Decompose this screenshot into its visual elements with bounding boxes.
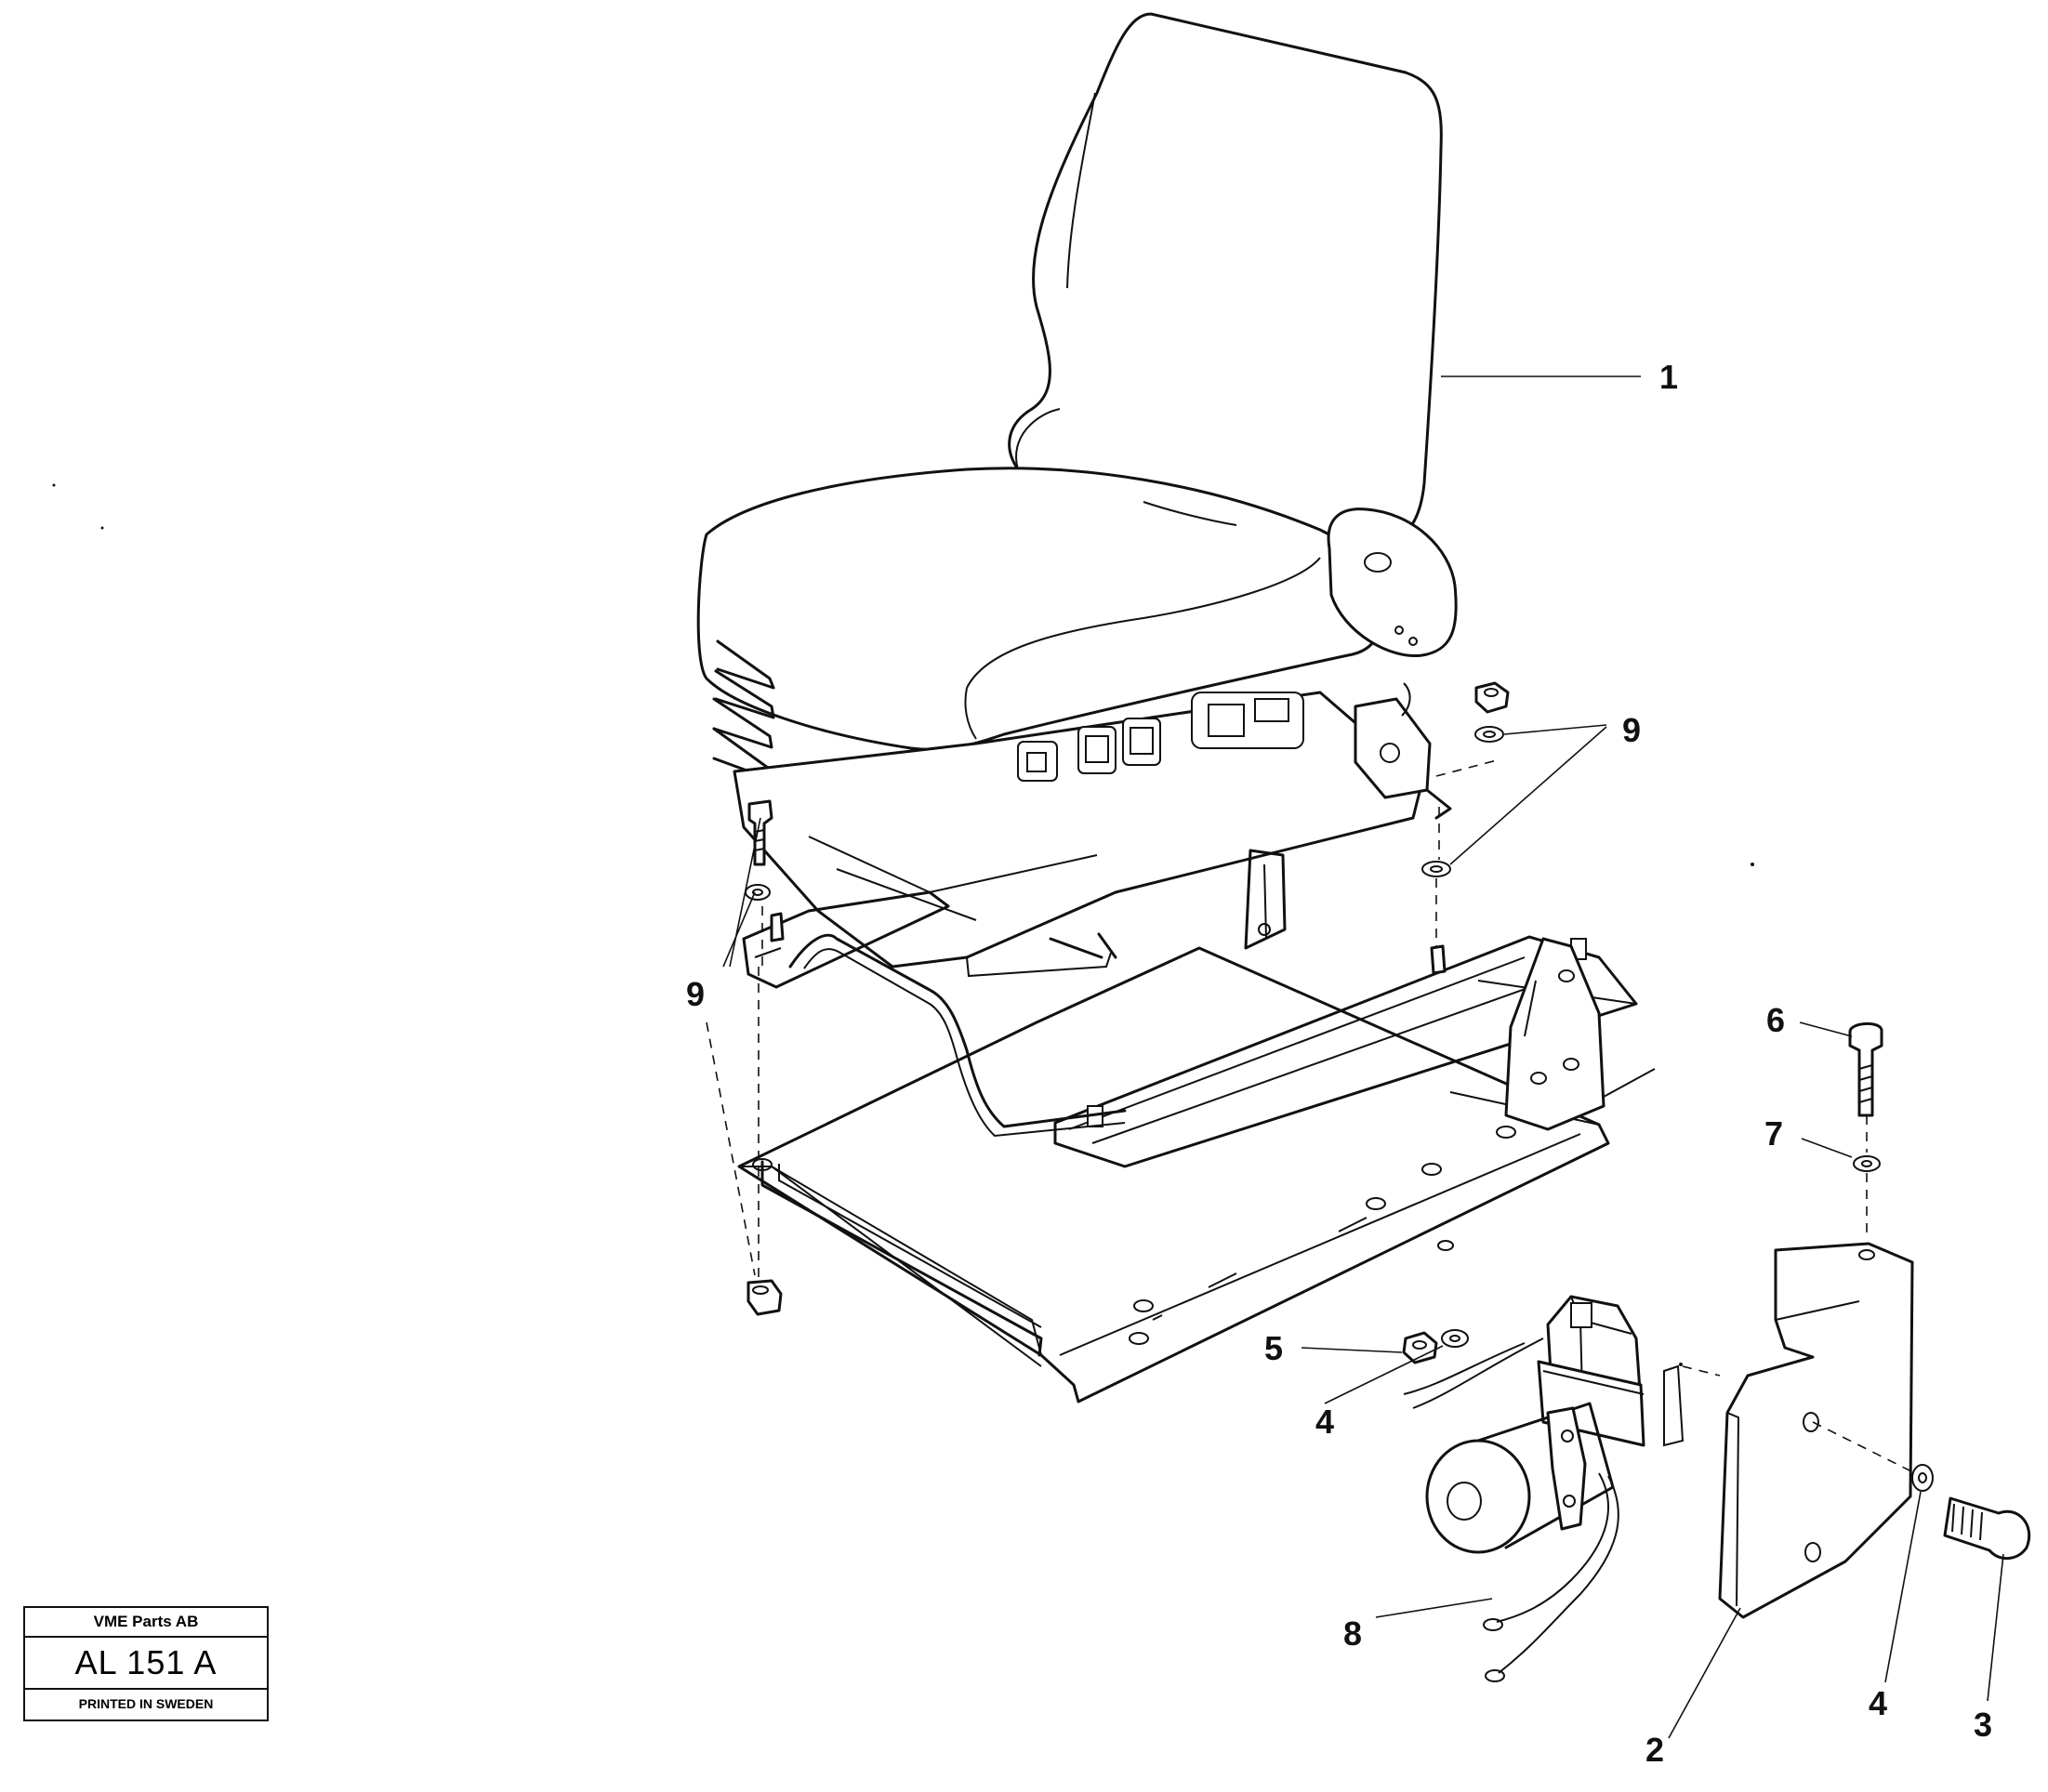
seat-cushion [696, 467, 1383, 751]
washer-4-upper [1441, 1329, 1469, 1348]
base-plate [737, 946, 1610, 1403]
screw-6 [1848, 1022, 1883, 1117]
callout-4-upper: 4 [1315, 1403, 1334, 1441]
callout-8: 8 [1343, 1614, 1362, 1653]
nut-left [747, 1279, 783, 1316]
washer-left [745, 884, 771, 901]
left-fasteners [706, 799, 785, 1316]
rear-bracket [1504, 937, 1605, 1131]
washer-right-lower [1421, 861, 1451, 877]
washer-4-lower [1911, 1464, 1934, 1492]
callout-9-right: 9 [1622, 711, 1641, 749]
motor-bracket [1718, 1242, 2031, 1619]
seat-frame [737, 890, 1656, 1403]
title-block-printed: PRINTED IN SWEDEN [78, 1696, 214, 1711]
callout-3: 3 [1974, 1706, 1992, 1744]
callout-6: 6 [1766, 1001, 1785, 1039]
right-fasteners [1421, 681, 1510, 975]
title-block: VME Parts AB AL 151 A PRINTED IN SWEDEN [23, 1606, 269, 1721]
title-block-code: AL 151 A [25, 1638, 267, 1690]
nut-right [1474, 681, 1510, 714]
screw-3 [1943, 1496, 2031, 1561]
title-block-company: VME Parts AB [25, 1608, 267, 1638]
bracket-2 [1718, 1242, 1914, 1619]
washer-7 [1853, 1155, 1881, 1172]
callouts: 1 9 9 6 7 5 4 8 2 4 3 [686, 358, 1992, 1769]
seat-assembly [696, 12, 1498, 978]
callout-9-left: 9 [686, 975, 705, 1013]
adjustment-lever [788, 933, 1127, 1128]
callout-2: 2 [1645, 1731, 1664, 1769]
washer-right-upper [1474, 726, 1504, 743]
motor-unit [1402, 1295, 1721, 1682]
callout-7: 7 [1764, 1114, 1783, 1153]
callout-4-lower: 4 [1869, 1684, 1887, 1722]
scan-specks [52, 483, 1754, 1366]
callout-5: 5 [1264, 1329, 1283, 1367]
seat-armrest [1327, 507, 1458, 658]
cable [1496, 1472, 1609, 1623]
leader-lines [722, 376, 2004, 1739]
callout-1: 1 [1659, 358, 1678, 396]
seat-backrest [1008, 12, 1443, 550]
upper-right-fasteners [1848, 1022, 1883, 1236]
